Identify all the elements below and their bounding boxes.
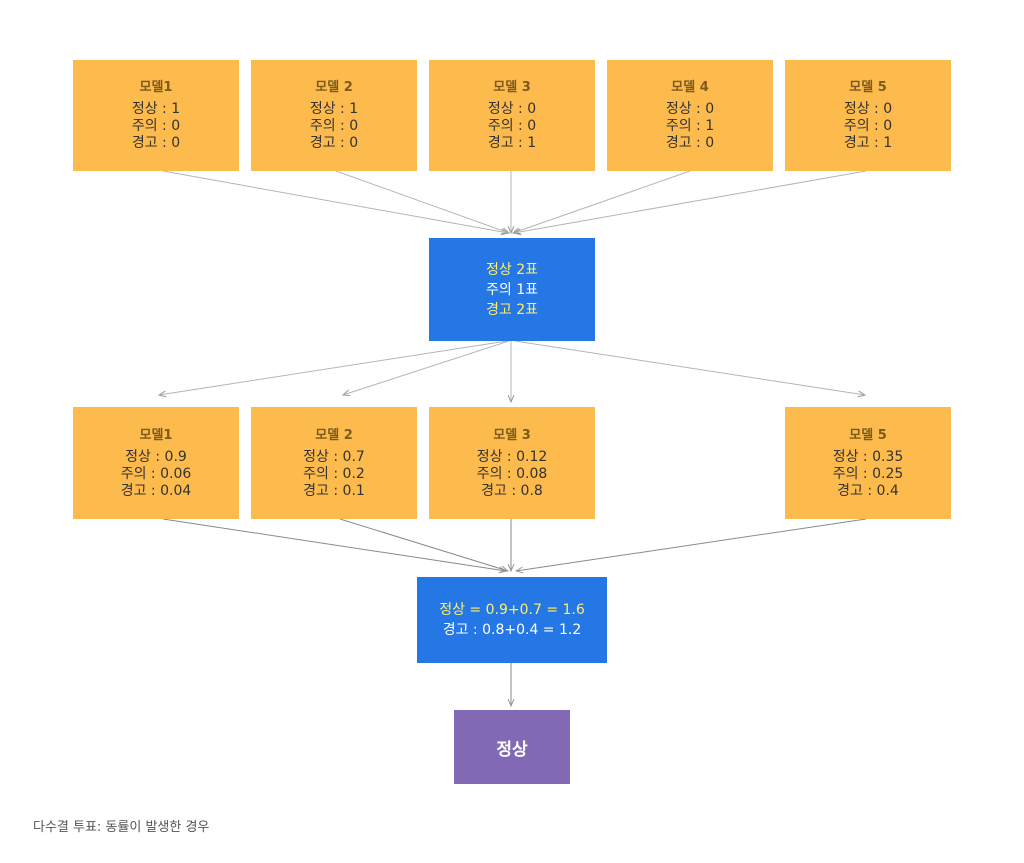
- arrow-vote-to-row2-model1: [159, 340, 508, 395]
- sum-normal: 정상 = 0.9+0.7 = 1.6: [439, 602, 585, 618]
- normal-count: 정상 : 0: [487, 101, 537, 117]
- model-title: 모델 3: [493, 80, 531, 95]
- warning-prob: 경고 : 0.8: [481, 482, 543, 499]
- model-title: 모델 5: [849, 427, 887, 443]
- caution-count: 주의 : 0: [843, 118, 893, 134]
- normal-prob: 정상 : 0.9: [125, 448, 187, 465]
- row2-model-2: 모델 2 정상 : 0.7 주의 : 0.2 경고 : 0.1: [251, 407, 417, 519]
- row1-model-5: 모델 5 정상 : 0 주의 : 0 경고 : 1: [785, 60, 951, 171]
- row1-model-4: 모델 4 정상 : 0 주의 : 1 경고 : 0: [607, 60, 773, 171]
- model-title: 모델 2: [315, 427, 353, 443]
- caution-count: 주의 : 0: [309, 118, 359, 134]
- vote-normal: 정상 2표: [486, 261, 538, 278]
- arrow-row2-model1-to-sum: [162, 518, 506, 571]
- caution-prob: 주의 : 0.25: [832, 465, 904, 482]
- row2-model-1: 모델1 정상 : 0.9 주의 : 0.06 경고 : 0.04: [73, 407, 239, 519]
- row2-model-5: 모델 5 정상 : 0.35 주의 : 0.25 경고 : 0.4: [785, 407, 951, 519]
- sum-warning: 경고 : 0.8+0.4 = 1.2: [442, 622, 582, 638]
- caution-count: 주의 : 1: [665, 118, 715, 134]
- normal-count: 정상 : 1: [131, 101, 181, 117]
- normal-count: 정상 : 0: [665, 101, 715, 117]
- caution-count: 주의 : 0: [131, 118, 181, 134]
- row1-model-2: 모델 2 정상 : 1 주의 : 0 경고 : 0: [251, 60, 417, 171]
- warning-count: 경고 : 1: [487, 135, 537, 151]
- normal-count: 정상 : 0: [843, 101, 893, 117]
- arrow-row1-model2-to-vote: [335, 170, 509, 233]
- warning-count: 경고 : 1: [843, 135, 893, 151]
- arrow-vote-to-row2-model2: [343, 340, 510, 395]
- probability-sum-box: 정상 = 0.9+0.7 = 1.6 경고 : 0.8+0.4 = 1.2: [417, 577, 607, 663]
- arrow-row2-model2-to-sum: [339, 518, 508, 571]
- vote-warning: 경고 2표: [486, 301, 538, 318]
- warning-count: 경고 : 0: [665, 135, 715, 151]
- model-title: 모델 2: [315, 80, 353, 95]
- arrow-vote-to-row2-model5: [514, 340, 865, 395]
- warning-prob: 경고 : 0.4: [837, 482, 899, 499]
- warning-prob: 경고 : 0.1: [303, 482, 365, 499]
- vote-tally-box: 정상 2표 주의 1표 경고 2표: [429, 238, 595, 341]
- caution-count: 주의 : 0: [487, 118, 537, 134]
- warning-count: 경고 : 0: [131, 135, 181, 151]
- normal-prob: 정상 : 0.12: [476, 448, 548, 465]
- model-title: 모델1: [139, 427, 173, 443]
- vote-caution: 주의 1표: [486, 281, 538, 298]
- model-title: 모델 3: [493, 427, 531, 443]
- row1-model-1: 모델1 정상 : 1 주의 : 0 경고 : 0: [73, 60, 239, 171]
- arrow-row2-model5-to-sum: [516, 518, 867, 571]
- final-result-box: 정상: [454, 710, 570, 784]
- model-title: 모델 4: [671, 80, 709, 95]
- caution-prob: 주의 : 0.2: [303, 465, 365, 482]
- arrow-row1-model5-to-vote: [514, 170, 867, 233]
- arrow-row1-model4-to-vote: [513, 170, 691, 233]
- figure-caption: 다수결 투표: 동률이 발생한 경우: [33, 820, 210, 835]
- warning-prob: 경고 : 0.04: [120, 482, 192, 499]
- result-label: 정상: [496, 739, 528, 760]
- caution-prob: 주의 : 0.06: [120, 465, 192, 482]
- caution-prob: 주의 : 0.08: [476, 465, 548, 482]
- normal-prob: 정상 : 0.35: [832, 448, 904, 465]
- warning-count: 경고 : 0: [309, 135, 359, 151]
- row1-model-3: 모델 3 정상 : 0 주의 : 0 경고 : 1: [429, 60, 595, 171]
- arrow-row1-model1-to-vote: [162, 170, 508, 233]
- row2-model-3: 모델 3 정상 : 0.12 주의 : 0.08 경고 : 0.8: [429, 407, 595, 519]
- normal-count: 정상 : 1: [309, 101, 359, 117]
- model-title: 모델 5: [849, 80, 887, 95]
- normal-prob: 정상 : 0.7: [303, 448, 365, 465]
- model-title: 모델1: [139, 80, 173, 95]
